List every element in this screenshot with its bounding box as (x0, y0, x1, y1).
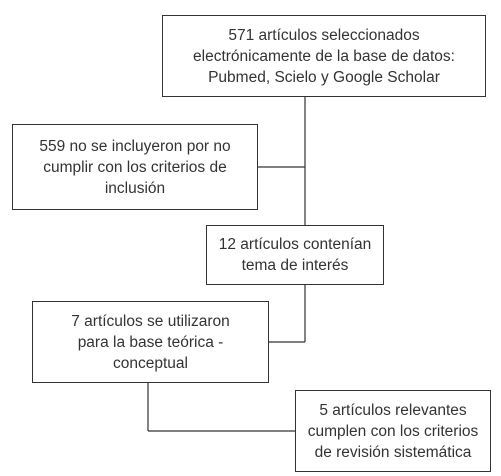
excluded-articles-text: 559 no se incluyeron por no cumplir con … (39, 137, 231, 197)
interest-articles-text: 12 artículos contenían tema de interés (218, 236, 372, 274)
relevant-articles-box: 5 artículos relevantes cumplen con los c… (295, 390, 491, 472)
interest-articles-box: 12 artículos contenían tema de interés (206, 225, 384, 285)
theoretical-base-text: 7 artículos se utilizaron para la base t… (71, 312, 230, 372)
selected-articles-box: 571 artículos seleccionados electrónicam… (162, 15, 486, 97)
relevant-articles-text: 5 artículos relevantes cumplen con los c… (307, 401, 479, 461)
theoretical-base-box: 7 artículos se utilizaron para la base t… (32, 301, 269, 383)
excluded-articles-box: 559 no se incluyeron por no cumplir con … (12, 124, 258, 210)
selected-articles-text: 571 artículos seleccionados electrónicam… (193, 26, 455, 86)
